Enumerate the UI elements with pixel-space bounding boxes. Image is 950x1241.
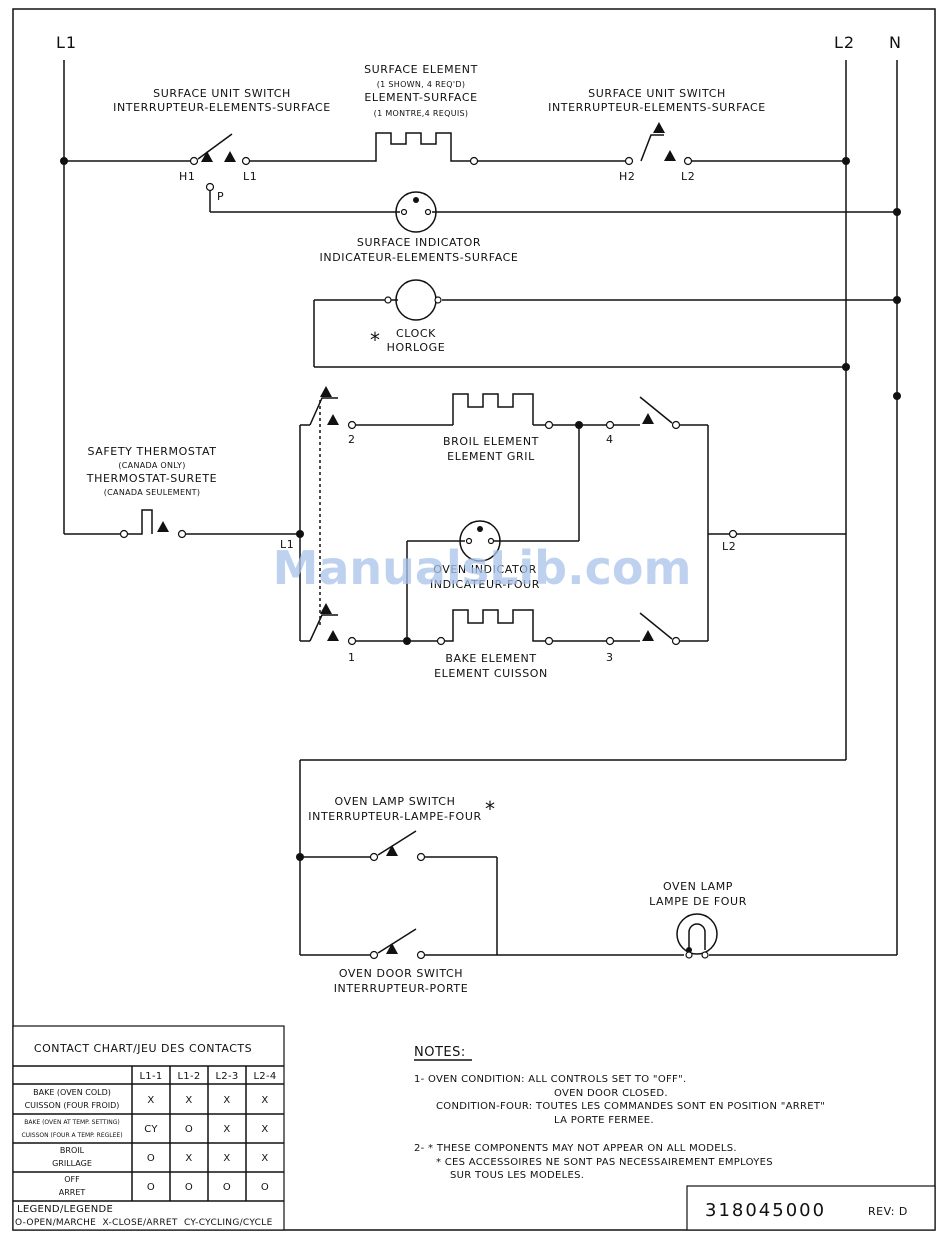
note-line: 1- OVEN CONDITION: ALL CONTROLS SET TO "… (414, 1074, 687, 1085)
terminal-l1: L1 (243, 170, 257, 183)
row-label: BROIL (60, 1146, 85, 1155)
cell: X (223, 1153, 230, 1164)
surface-element-qty-fr: (1 MONTRE,4 REQUIS) (374, 109, 469, 118)
cell: O (147, 1153, 155, 1164)
contact-1-label: 1 (348, 651, 356, 664)
notes-title: NOTES: (414, 1045, 466, 1060)
surface-switch-right-label-fr: INTERRUPTEUR-ELEMENTS-SURFACE (548, 101, 766, 114)
oven-indicator-label: OVEN INDICATOR (433, 563, 537, 576)
cell: X (223, 1124, 230, 1135)
watermark: ManualsLib.com (273, 541, 692, 595)
row-label: ARRET (59, 1188, 86, 1197)
oven-lamp-label: OVEN LAMP (663, 880, 733, 893)
clock-label: CLOCK (396, 327, 436, 340)
note-line: * CES ACCESSOIRES NE SONT PAS NECESSAIRE… (436, 1157, 773, 1168)
legend-title: LEGEND/LEGENDE (17, 1204, 113, 1215)
cell: O (185, 1124, 193, 1135)
surface-element-label-fr: ELEMENT-SURFACE (364, 91, 477, 104)
surface-switch-left-label-fr: INTERRUPTEUR-ELEMENTS-SURFACE (113, 101, 331, 114)
drawing-border (12, 8, 936, 1231)
surface-circuit (60, 122, 901, 400)
note-line: 2- * THESE COMPONENTS MAY NOT APPEAR ON … (414, 1143, 737, 1154)
row-label: GRILLAGE (52, 1159, 92, 1168)
clock-star: * (370, 328, 380, 352)
oven-indicator-label-fr: INDICATEUR-FOUR (430, 578, 540, 591)
col-header: L2-4 (253, 1071, 276, 1082)
oven-lamp-bulb (676, 913, 718, 955)
row-label: CUISSON (FOUR FROID) (25, 1101, 120, 1110)
safety-thermostat-note-fr: (CANADA SEULEMENT) (104, 488, 201, 497)
note-line: SUR TOUS LES MODELES. (450, 1170, 584, 1181)
cell: X (185, 1153, 192, 1164)
cell: O (261, 1182, 269, 1193)
surface-indicator-label: SURFACE INDICATOR (357, 236, 481, 249)
terminal-h1: H1 (179, 170, 195, 183)
legend-text: O-OPEN/MARCHE X-CLOSE/ARRET CY-CYCLING/C… (15, 1218, 273, 1228)
bus-l1-label: L1 (56, 33, 77, 52)
oven-lamp-switch-label-fr: INTERRUPTEUR-LAMPE-FOUR (308, 810, 481, 823)
cell: X (147, 1095, 154, 1106)
safety-thermostat-note: (CANADA ONLY) (118, 461, 185, 470)
cell: X (185, 1095, 192, 1106)
row-label: CUISSON (FOUR A TEMP. REGLEE) (21, 1132, 122, 1139)
cell: X (261, 1153, 268, 1164)
cell: X (223, 1095, 230, 1106)
col-header: L1-1 (139, 1071, 162, 1082)
title-block (686, 1185, 936, 1231)
surface-element (358, 132, 470, 162)
bus-n-label: N (889, 33, 902, 52)
terminal-p: P (217, 190, 224, 203)
oven-lamp-switch-star: * (485, 797, 495, 821)
note-line: OVEN DOOR CLOSED. (554, 1088, 668, 1099)
cell: X (261, 1095, 268, 1106)
contact-4-label: 4 (606, 433, 614, 446)
oven-circuit (64, 386, 846, 646)
surface-switch-right-label: SURFACE UNIT SWITCH (588, 87, 726, 100)
surface-indicator-label-fr: INDICATEUR-ELEMENTS-SURFACE (320, 251, 519, 264)
oven-lamp-label-fr: LAMPE DE FOUR (649, 895, 747, 908)
broil-element (452, 393, 534, 425)
cell: O (185, 1182, 193, 1193)
col-header: L2-3 (215, 1071, 238, 1082)
contact-2-label: 2 (348, 433, 356, 446)
revision: REV: D (868, 1205, 908, 1218)
lamp-circuit (296, 759, 897, 960)
clock-label-fr: HORLOGE (387, 341, 446, 354)
oven-l1-label: L1 (280, 538, 294, 551)
broil-element-label: BROIL ELEMENT (443, 435, 539, 448)
surface-element-label: SURFACE ELEMENT (364, 63, 478, 76)
safety-thermostat-label-fr: THERMOSTAT-SURETE (86, 472, 217, 485)
cell: CY (144, 1124, 158, 1135)
note-line: LA PORTE FERMEE. (554, 1115, 654, 1126)
broil-element-label-fr: ELEMENT GRIL (447, 450, 535, 463)
bake-element-label-fr: ELEMENT CUISSON (434, 667, 548, 680)
oven-lamp-switch-label: OVEN LAMP SWITCH (335, 795, 456, 808)
terminal-l2: L2 (681, 170, 695, 183)
oven-l2-label: L2 (722, 540, 736, 553)
surface-switch-left-label: SURFACE UNIT SWITCH (153, 87, 291, 100)
row-label: BAKE (OVEN COLD) (33, 1088, 111, 1097)
cell: O (147, 1182, 155, 1193)
contact-chart (12, 1025, 285, 1231)
oven-door-switch-label-fr: INTERRUPTEUR-PORTE (334, 982, 469, 995)
safety-thermostat-label: SAFETY THERMOSTAT (87, 445, 216, 458)
bake-element (445, 609, 545, 642)
col-header: L1-2 (177, 1071, 200, 1082)
bus-l2-label: L2 (834, 33, 855, 52)
surface-element-qty: (1 SHOWN, 4 REQ'D) (377, 80, 466, 89)
part-number: 318045000 (705, 1200, 826, 1221)
terminal-h2: H2 (619, 170, 635, 183)
row-label: BAKE (OVEN AT TEMP. SETTING) (24, 1119, 120, 1126)
contact-chart-title: CONTACT CHART/JEU DES CONTACTS (34, 1042, 252, 1055)
row-label: OFF (64, 1175, 80, 1184)
contact-3-label: 3 (606, 651, 614, 664)
oven-door-switch-label: OVEN DOOR SWITCH (339, 967, 463, 980)
note-line: CONDITION-FOUR: TOUTES LES COMMANDES SON… (436, 1101, 825, 1112)
cell: X (261, 1124, 268, 1135)
bake-element-label: BAKE ELEMENT (445, 652, 536, 665)
clock-motor (395, 279, 437, 321)
cell: O (223, 1182, 231, 1193)
